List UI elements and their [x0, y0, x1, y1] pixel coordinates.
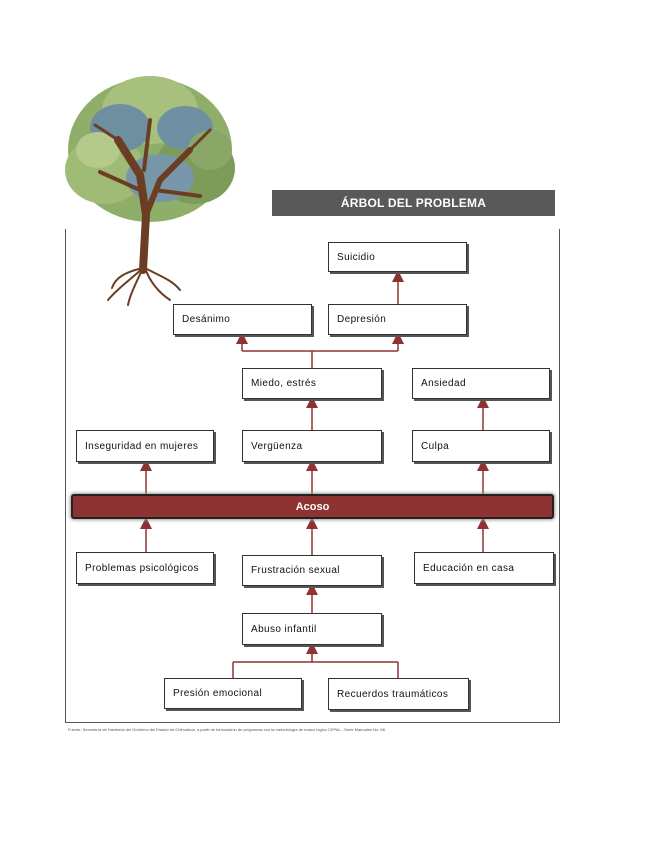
node-culpa: Culpa — [412, 430, 550, 462]
node-educacion-en-casa: Educación en casa — [414, 552, 554, 584]
source-note: Fuente: Secretaría de Hacienda del Gobie… — [68, 727, 385, 732]
node-recuerdos-traumaticos: Recuerdos traumáticos — [328, 678, 469, 710]
node-inseguridad-en-mujeres: Inseguridad en mujeres — [76, 430, 214, 462]
node-frustracion-sexual: Frustración sexual — [242, 555, 382, 586]
tree-roots — [107, 267, 181, 306]
node-miedo-estres: Miedo, estrés — [242, 368, 382, 399]
node-depresion: Depresión — [328, 304, 467, 335]
node-presion-emocional: Presión emocional — [164, 678, 302, 709]
tree-trunk — [93, 118, 212, 274]
node-ansiedad: Ansiedad — [412, 368, 550, 399]
node-suicidio: Suicidio — [328, 242, 467, 272]
node-desanimo: Desánimo — [173, 304, 312, 335]
diagram-title: ÁRBOL DEL PROBLEMA — [272, 190, 555, 216]
diagram-frame — [65, 229, 560, 723]
node-verguenza: Vergüenza — [242, 430, 382, 462]
node-problemas-psicologicos: Problemas psicológicos — [76, 552, 214, 584]
core-problem-acoso: Acoso — [71, 494, 554, 519]
node-abuso-infantil: Abuso infantil — [242, 613, 382, 645]
